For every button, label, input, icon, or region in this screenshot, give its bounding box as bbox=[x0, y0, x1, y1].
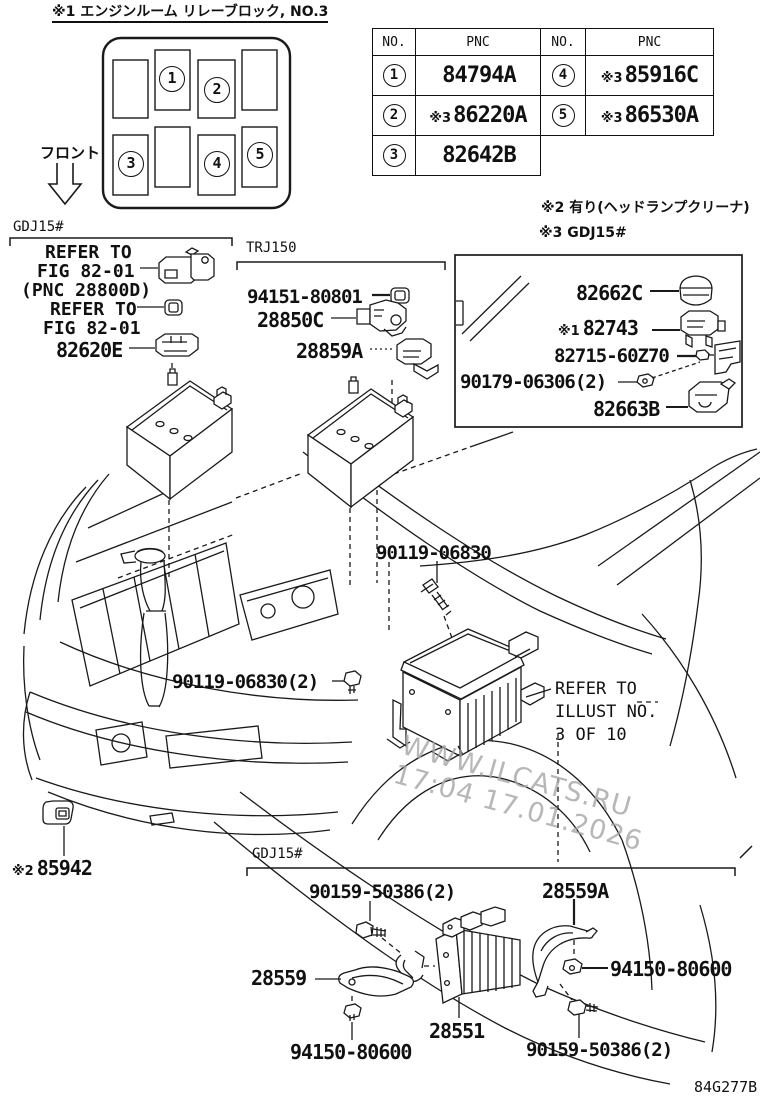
pnc-value: 85916C bbox=[624, 63, 699, 88]
section-variant-bottom: GDJ15# bbox=[252, 846, 303, 862]
pnc-table-header: PNC bbox=[415, 28, 541, 56]
left-section-parts-art bbox=[42, 247, 215, 825]
pnc-table-header: NO. bbox=[540, 28, 586, 56]
refer-fig-2-line1: REFER TO bbox=[50, 299, 137, 320]
part-label-82715-60z70: 82715-60Z70 bbox=[554, 345, 670, 367]
bottom-section-parts-art bbox=[338, 906, 599, 1021]
refer-illust-line2: ILLUST NO. bbox=[555, 702, 658, 722]
front-label: フロント bbox=[40, 144, 101, 162]
pnc-value: 86530A bbox=[624, 103, 699, 128]
section-variant-mid: TRJ150 bbox=[246, 240, 297, 256]
note-2: ※2 有り(ヘッドランプクリーナ) bbox=[541, 200, 750, 216]
part-label-28551: 28551 bbox=[429, 1019, 485, 1043]
part-label-94150-80600-right: 94150-80600 bbox=[610, 957, 732, 981]
refer-fig-1-line2: FIG 82-01 bbox=[37, 261, 135, 282]
pnc-table-row: 3 82642B bbox=[372, 135, 714, 176]
section-brackets bbox=[9, 237, 753, 876]
refer-illust-line1: REFER TO bbox=[555, 679, 637, 699]
relay-slot-1: 1 bbox=[159, 66, 185, 92]
pnc-note: ※3 bbox=[429, 111, 452, 126]
pnc-no-badge: 4 bbox=[551, 64, 575, 87]
part-label-90179-06306: 90179-06306(2) bbox=[460, 371, 607, 393]
part-label-82620e: 82620E bbox=[56, 338, 123, 362]
part-label-28559a-bottom: 28559A bbox=[542, 879, 609, 903]
pnc-table-row: 2 ※386220A 5 ※386530A bbox=[372, 95, 714, 136]
pnc-value: 82642B bbox=[442, 143, 516, 168]
diagram-code: 84G277B bbox=[694, 1078, 758, 1096]
part-label-90159-50386-top: 90159-50386(2) bbox=[309, 881, 456, 903]
part-label-94151-80801: 94151-80801 bbox=[247, 286, 363, 308]
pnc-no-badge: 1 bbox=[382, 64, 406, 87]
pnc-no-badge: 3 bbox=[382, 144, 406, 167]
pnc-note: ※3 bbox=[600, 71, 623, 86]
pnc-table-header: PNC bbox=[585, 28, 714, 56]
relay-block-title: ※1 エンジンルーム リレーブロック, NO.3 bbox=[52, 5, 329, 23]
right-box-parts-art bbox=[636, 275, 741, 413]
pnc-value: 84794A bbox=[442, 63, 516, 88]
part-label-90159-50386-bottom: 90159-50386(2) bbox=[526, 1039, 673, 1061]
section-variant-left: GDJ15# bbox=[13, 219, 64, 235]
pnc-note: ※3 bbox=[600, 111, 623, 126]
part-label-28559: 28559 bbox=[251, 966, 307, 990]
pnc-value: 86220A bbox=[453, 103, 527, 128]
part-label-90119-06830-2: 90119-06830(2) bbox=[172, 671, 319, 693]
pnc-table: NO. PNC NO. PNC 1 84794A 4 ※385916C 2 ※3… bbox=[372, 28, 714, 176]
note-3: ※3 GDJ15# bbox=[539, 225, 627, 241]
part-label-28859a-mid: 28859A bbox=[296, 339, 363, 363]
refer-illust-line3: 3 OF 10 bbox=[555, 725, 627, 745]
refer-fig-1-line1: REFER TO bbox=[45, 242, 132, 263]
pnc-table-row: 1 84794A 4 ※385916C bbox=[372, 55, 714, 96]
part-label-94150-80600-left: 94150-80600 bbox=[290, 1040, 412, 1064]
part-note-85942: ※2 bbox=[12, 864, 34, 879]
part-label-82662c: 82662C bbox=[576, 281, 643, 305]
pnc-no-badge: 2 bbox=[382, 104, 406, 127]
refer-fig-2-line2: FIG 82-01 bbox=[43, 318, 141, 339]
relay-slot-4: 4 bbox=[204, 151, 230, 177]
pnc-table-header: NO. bbox=[372, 28, 416, 56]
relay-block-diagram-art bbox=[47, 36, 292, 210]
relay-slot-2: 2 bbox=[204, 77, 230, 103]
center-assembly-art bbox=[343, 578, 545, 762]
relay-slot-3: 3 bbox=[118, 151, 144, 177]
refer-fig-1-line3: (PNC 28800D) bbox=[21, 280, 152, 301]
part-label-28850c: 28850C bbox=[257, 308, 324, 332]
relay-slot-5: 5 bbox=[247, 142, 273, 168]
right-detail-box-art bbox=[454, 254, 743, 428]
mid-section-parts-art bbox=[356, 287, 439, 380]
solid-leader-lines bbox=[63, 267, 696, 1040]
part-label-82663b: 82663B bbox=[593, 397, 660, 421]
dashed-leader-lines bbox=[117, 348, 658, 1004]
pnc-table-header-row: NO. PNC NO. PNC bbox=[372, 28, 714, 56]
battery-art bbox=[125, 368, 414, 508]
front-arrow-icon bbox=[47, 163, 83, 206]
pnc-no-badge: 5 bbox=[551, 104, 575, 127]
part-label-90119-06830: 90119-06830 bbox=[376, 542, 492, 564]
refer-illust-note: REFER TO ILLUST NO. 3 OF 10 bbox=[555, 678, 657, 747]
part-note-82743: ※1 bbox=[558, 324, 580, 339]
